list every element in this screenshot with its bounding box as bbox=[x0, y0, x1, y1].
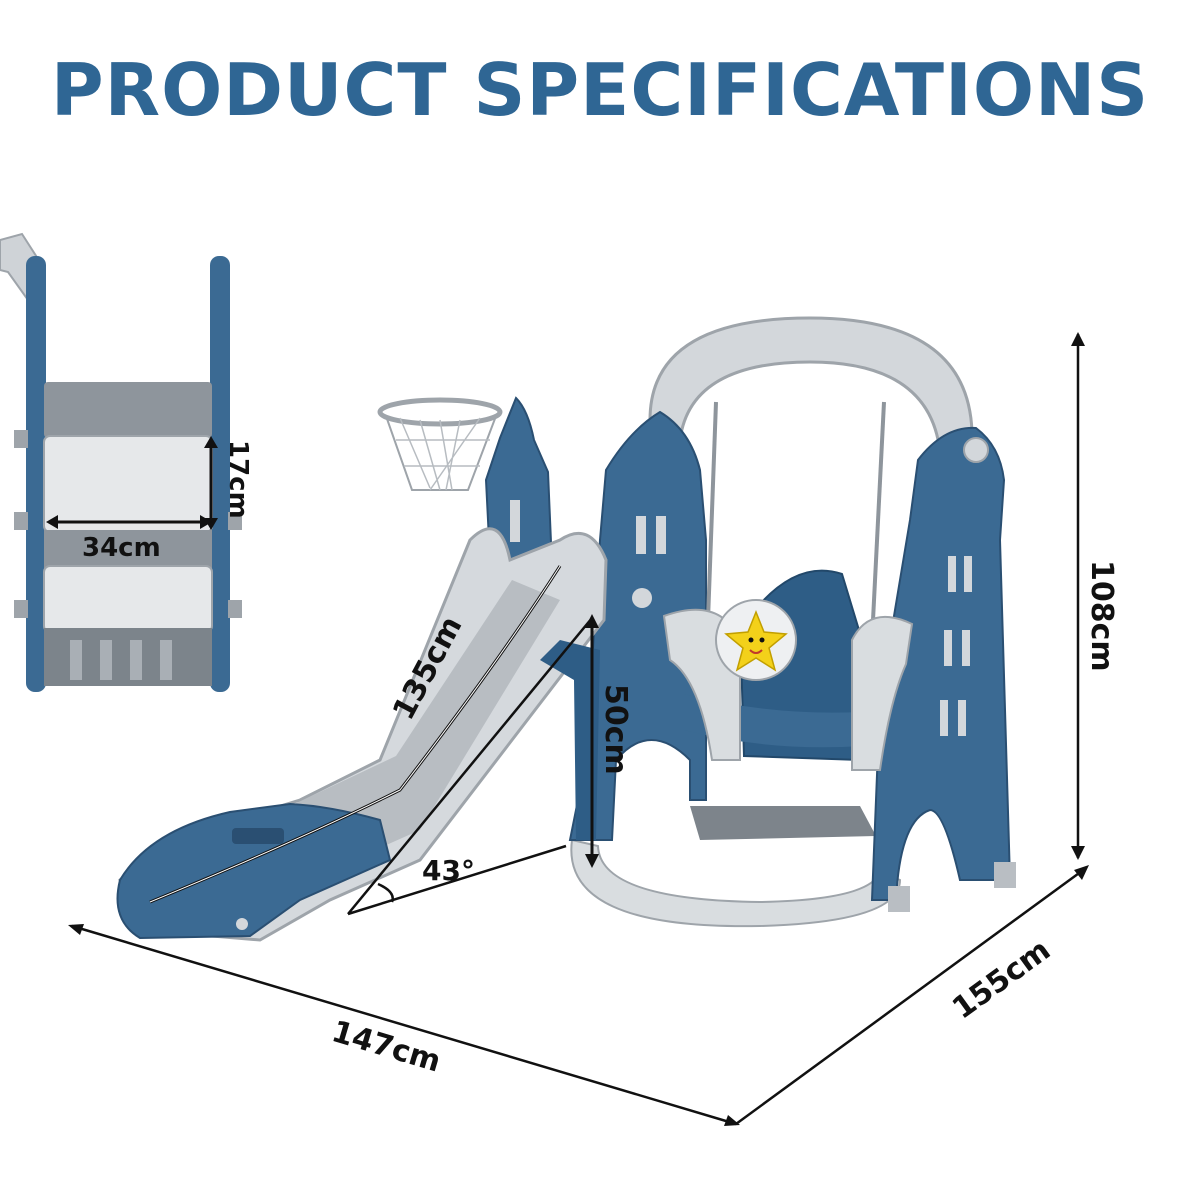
page-title: PRODUCT SPECIFICATIONS bbox=[50, 48, 1150, 132]
step-height-label: 17cm bbox=[223, 440, 253, 519]
step-width-label: 34cm bbox=[82, 533, 161, 563]
length-label: 147cm bbox=[328, 1014, 445, 1079]
total-height-label: 108cm bbox=[1084, 560, 1119, 672]
ladder-inset bbox=[0, 232, 242, 692]
dimension-arrows bbox=[68, 332, 1089, 1126]
star-mascot-icon bbox=[724, 609, 788, 672]
play-set bbox=[116, 316, 1016, 942]
dimension-lines bbox=[71, 334, 1087, 1126]
depth-label: 155cm bbox=[946, 933, 1057, 1027]
platform-height-label: 50cm bbox=[598, 684, 633, 775]
basketball-hoop-icon bbox=[377, 397, 503, 491]
slide-angle-label: 43° bbox=[422, 854, 475, 887]
